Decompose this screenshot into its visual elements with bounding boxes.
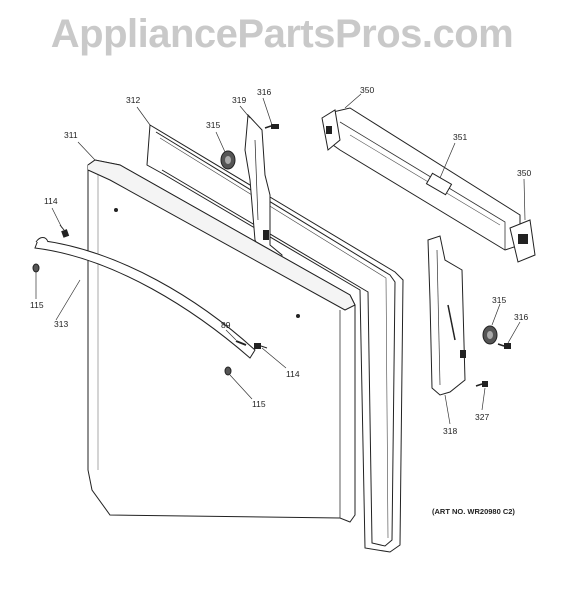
- callout-316-top: 316: [257, 87, 271, 97]
- callout-89: 89: [221, 320, 231, 330]
- callout-313: 313: [54, 319, 68, 329]
- callout-316-right: 316: [514, 312, 528, 322]
- screw-114-right: [254, 343, 268, 349]
- screw-316-top: [264, 124, 279, 129]
- callout-319: 319: [232, 95, 246, 105]
- callout-114-right: 114: [286, 369, 300, 379]
- callout-311: 311: [64, 130, 78, 140]
- leader-lines: [35, 93, 526, 425]
- callout-315-top: 315: [206, 120, 220, 130]
- door-panel: [87, 159, 356, 523]
- callout-labels: 311 312 319 316 315 350 351 350 114 115 …: [30, 85, 531, 436]
- door-handle: [34, 237, 256, 359]
- watermark-text: AppliancePartsPros.com: [50, 12, 514, 56]
- rail-end-cap-top: [321, 109, 341, 151]
- screw-316-right: [497, 343, 511, 349]
- callout-351: 351: [453, 132, 467, 142]
- callout-318: 318: [443, 426, 457, 436]
- cam-315-top: [220, 150, 236, 170]
- slide-rail-assembly: [332, 107, 521, 251]
- callout-115-left: 115: [30, 300, 44, 310]
- plug-115-left: [32, 263, 40, 273]
- art-number: (ART NO. WR20980 C2): [432, 507, 515, 516]
- callout-115-right: 115: [252, 399, 266, 409]
- callout-327: 327: [475, 412, 489, 422]
- screw-327: [475, 381, 488, 387]
- callout-312: 312: [126, 95, 140, 105]
- callout-315-right: 315: [492, 295, 506, 305]
- pin-89: [235, 340, 247, 346]
- rail-end-cap-bottom: [509, 219, 536, 263]
- plug-115-right: [224, 366, 232, 376]
- callout-350-bottom: 350: [517, 168, 531, 178]
- callout-114-left: 114: [44, 196, 58, 206]
- cam-315-right: [482, 325, 498, 345]
- callout-350-top: 350: [360, 85, 374, 95]
- door-gasket: [146, 124, 404, 553]
- lower-hinge-bracket: [427, 235, 466, 396]
